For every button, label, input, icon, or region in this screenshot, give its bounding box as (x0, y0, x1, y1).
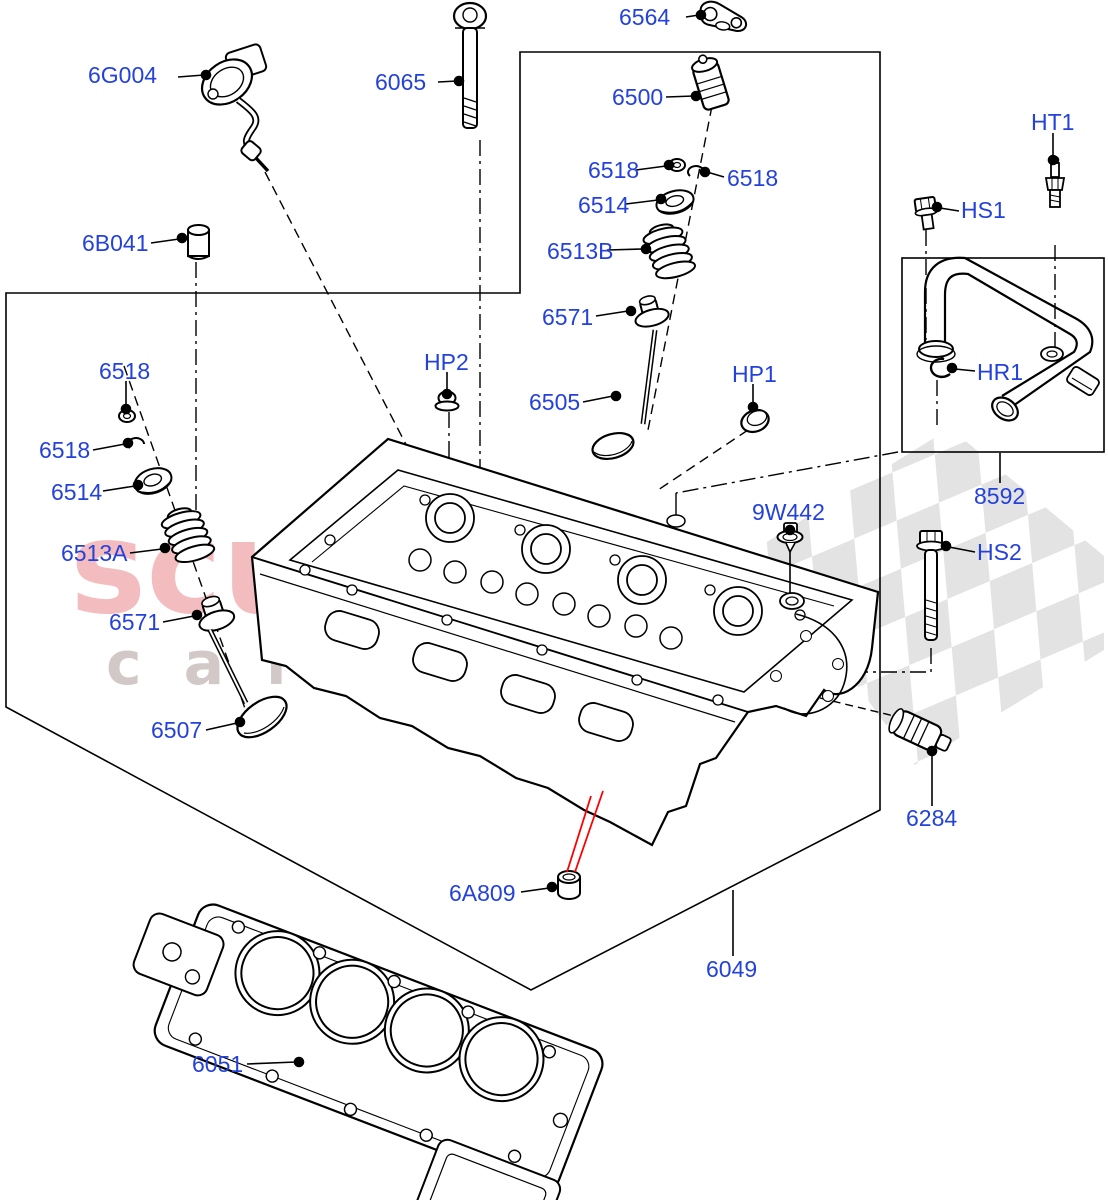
part-label-6514-left: 6514 (51, 479, 103, 505)
part-HS1-bolt (913, 195, 938, 231)
part-label-6513A: 6513A (61, 540, 128, 566)
part-6505-valve (591, 329, 658, 461)
part-label-6500: 6500 (612, 84, 664, 110)
diagram-zone-boundary (5, 51, 881, 991)
part-HS2-bolt (916, 530, 946, 641)
part-6049-cylinder-head (250, 437, 880, 847)
part-label-6518-right-b: 6518 (727, 165, 779, 191)
part-label-HT1: HT1 (1031, 109, 1075, 135)
part-label-6571-left: 6571 (109, 609, 161, 635)
coolant-pipe-box (901, 257, 1105, 453)
part-label-6518-right-a: 6518 (588, 157, 640, 183)
part-label-6518-left: 6518 (39, 437, 91, 463)
part-6065-head-bolt (452, 1, 488, 129)
part-label-6065: 6065 (375, 69, 427, 95)
part-label-HS2: HS2 (977, 539, 1022, 565)
part-6507-valve (207, 628, 288, 739)
part-6284-oil-control-valve (888, 708, 952, 752)
part-label-6571-right: 6571 (542, 304, 594, 330)
leader-lines (92, 9, 1059, 1068)
part-label-6A809: 6A809 (449, 880, 516, 906)
part-6500-lash-adjuster (691, 54, 730, 111)
part-6514-spring-retainer-right (655, 189, 695, 215)
part-6G004-camshaft-sensor (200, 43, 270, 173)
part-label-6514-right: 6514 (578, 192, 630, 218)
red-locator-lines (566, 790, 604, 873)
part-label-HP1: HP1 (732, 361, 777, 387)
part-label-6049: 6049 (706, 956, 758, 982)
part-label-6G004: 6G004 (88, 62, 158, 88)
part-label-6284: 6284 (906, 805, 958, 831)
part-6571-valve-seal-right (634, 295, 670, 328)
part-label-8592: 8592 (974, 483, 1026, 509)
part-8592-coolant-pipe (916, 256, 1100, 422)
part-6A809-plug (557, 870, 581, 900)
part-label-HS1: HS1 (961, 197, 1006, 223)
part-6571-valve-seal-left (198, 595, 236, 632)
part-label-6B041: 6B041 (82, 230, 149, 256)
part-label-6051: 6051 (192, 1051, 244, 1077)
part-label-6518-left-top: 6518 (99, 358, 151, 384)
part-6B041-dowel (187, 224, 210, 260)
part-label-6507: 6507 (151, 717, 203, 743)
part-label-6564: 6564 (619, 4, 671, 30)
part-label-6505: 6505 (529, 389, 581, 415)
part-label-6513B: 6513B (547, 238, 614, 264)
part-6564-rocker-arm (699, 0, 748, 32)
part-HR1-clip (929, 355, 951, 379)
part-label-HP2: HP2 (424, 349, 469, 375)
part-6051-head-gasket (132, 903, 604, 1200)
part-label-HR1: HR1 (977, 359, 1024, 385)
part-6514-spring-retainer-left (133, 467, 173, 495)
part-label-9W442: 9W442 (752, 499, 825, 525)
